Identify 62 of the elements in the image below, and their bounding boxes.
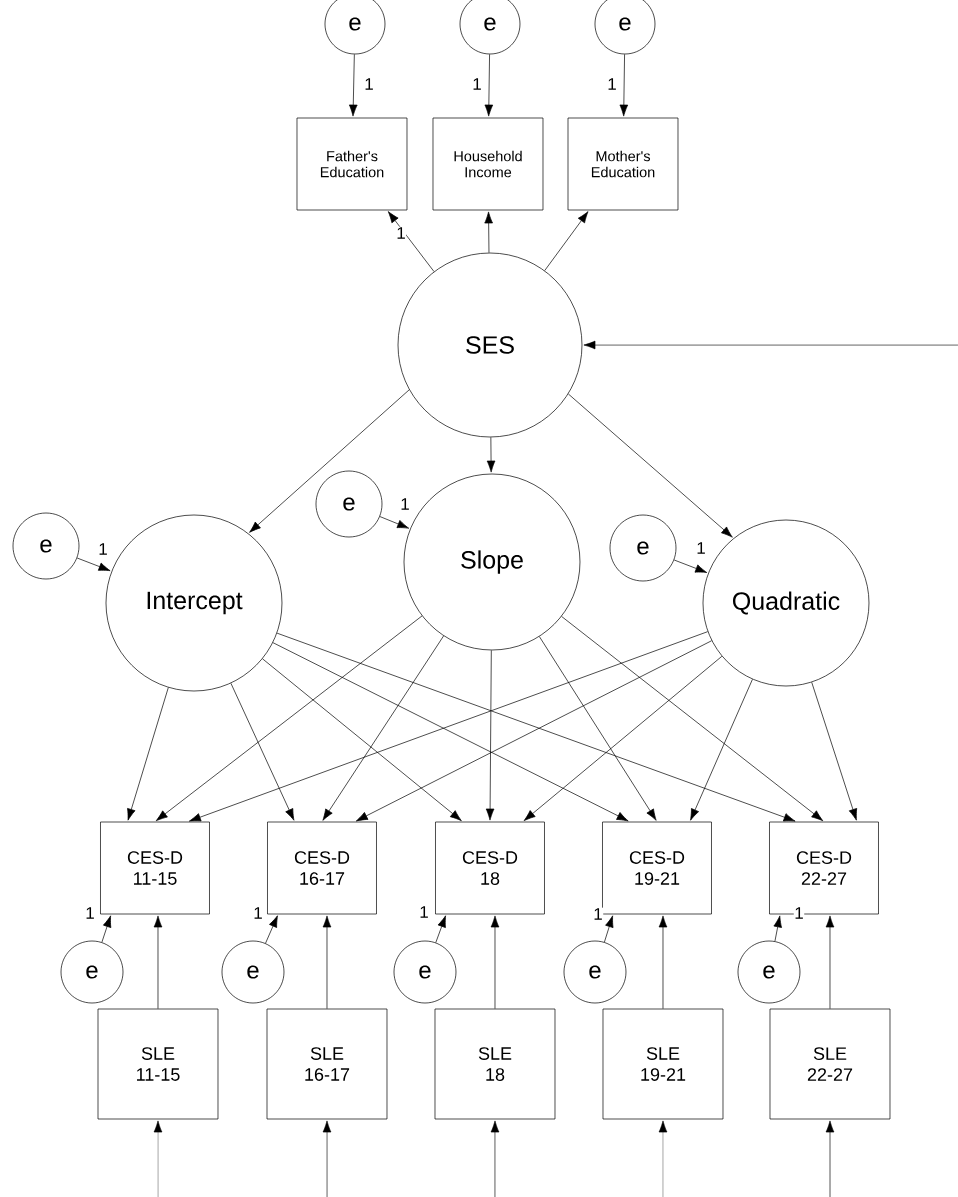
observed-box: Father's Education	[296, 117, 408, 211]
arrow	[355, 640, 712, 822]
observed-box: CES-D 16-17	[267, 821, 377, 915]
path-label: 1	[363, 77, 375, 91]
arrow	[155, 615, 423, 822]
path-label: 1	[471, 77, 483, 91]
arrow	[265, 915, 278, 944]
path-label: 1	[395, 226, 407, 240]
arrow	[773, 915, 782, 942]
path-label: 1	[252, 906, 264, 920]
arrow	[262, 658, 462, 821]
arrow	[249, 389, 410, 533]
observed-box: SLE 18	[434, 1008, 556, 1120]
observed-box: CES-D 11-15	[100, 821, 210, 915]
arrow	[435, 915, 446, 943]
arrow	[690, 678, 753, 821]
arrow	[189, 631, 709, 822]
observed-box: CES-D 19-21	[602, 821, 712, 915]
arrow	[561, 616, 824, 822]
arrow	[825, 915, 835, 1009]
arrow	[486, 437, 496, 473]
arrow	[658, 915, 668, 1009]
arrow	[230, 682, 295, 821]
arrow	[619, 54, 629, 117]
observed-box: Household Income	[432, 117, 544, 211]
observed-box: SLE 16-17	[266, 1008, 388, 1120]
arrow	[523, 655, 723, 821]
observed-box: SLE 19-21	[602, 1008, 724, 1120]
arrow	[76, 557, 111, 572]
observed-box: Mother's Education	[567, 117, 679, 211]
observed-box: SLE 11-15	[97, 1008, 219, 1120]
path-label: 1	[592, 907, 604, 921]
arrow	[484, 54, 494, 117]
arrow	[567, 393, 733, 538]
arrow	[544, 211, 589, 271]
arrow	[322, 635, 444, 821]
arrow	[484, 211, 493, 253]
arrow	[127, 687, 169, 821]
arrow	[811, 681, 858, 821]
arrow	[387, 211, 435, 272]
arrow	[322, 915, 332, 1009]
observed-box: SLE 22-27	[769, 1008, 891, 1120]
arrow	[379, 516, 410, 529]
arrow	[153, 915, 163, 1009]
path-label: 1	[606, 77, 618, 91]
arrow	[539, 636, 657, 821]
arrow	[490, 1120, 500, 1197]
arrow	[101, 915, 112, 943]
arrow	[825, 1120, 835, 1197]
arrow	[276, 632, 796, 822]
path-label: 1	[793, 906, 805, 920]
observed-box: CES-D 18	[435, 821, 545, 915]
arrow	[583, 340, 958, 350]
arrow	[272, 642, 629, 822]
arrow	[485, 650, 495, 821]
arrow	[490, 915, 500, 1009]
path-label: 1	[84, 906, 96, 920]
arrow	[673, 559, 708, 573]
arrow	[322, 1120, 332, 1197]
arrow	[349, 54, 358, 117]
arrow	[604, 915, 614, 943]
path-label: 1	[418, 905, 430, 919]
